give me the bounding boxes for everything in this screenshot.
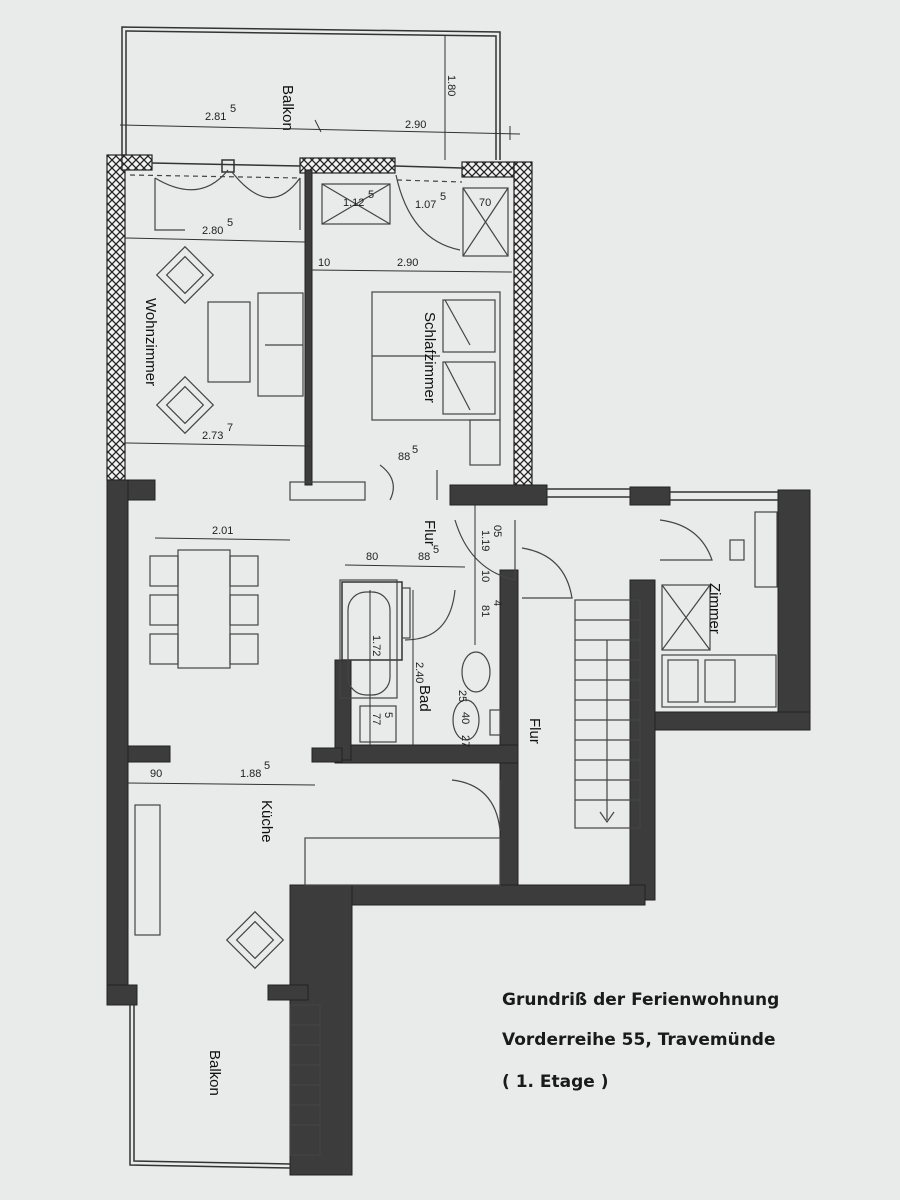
dim-bad-775: 77 — [370, 713, 382, 725]
label-flur-upper: Flur — [421, 520, 438, 546]
dim-kueche-90: 90 — [150, 768, 162, 780]
dim-wohn-bottom: 2.73 — [202, 430, 223, 442]
label-balkon-top: Balkon — [279, 85, 296, 131]
dim-kueche-188: 1.88 — [240, 768, 261, 780]
dim-balkon-left-sup: 5 — [230, 103, 236, 115]
dim-door-flur: 88 — [398, 451, 410, 463]
caption-address: Vorderreihe 55, Travemünde — [502, 1030, 776, 1050]
dim-bad-80: 80 — [366, 551, 378, 563]
doors — [379, 464, 713, 831]
dim-bad-88: 88 — [418, 551, 430, 563]
label-schlafzimmer: Schlafzimmer — [421, 312, 438, 403]
caption-floor: ( 1. Etage ) — [502, 1072, 609, 1092]
dim-balkon-right: 2.90 — [405, 119, 426, 131]
double-bed — [371, 291, 501, 466]
dim-balkon-left: 2.81 — [205, 111, 226, 123]
dim-wc-40: 40 — [459, 712, 471, 724]
windows-top — [129, 159, 463, 251]
dim-wohn-top: 2.80 — [202, 225, 223, 237]
dim-wohn-bottom-sup: 7 — [227, 422, 233, 434]
dim-bad-775-sup: 5 — [382, 712, 394, 718]
dim-wohn-top-sup: 5 — [227, 217, 233, 229]
label-bad: Bad — [416, 685, 433, 712]
dim-balkon-depth: 1.80 — [445, 75, 457, 96]
dim-window-right-sup: 5 — [440, 191, 446, 203]
dim-window-right: 1.07 — [415, 199, 436, 211]
dim-wall-10: 10 — [318, 257, 330, 269]
wardrobes — [321, 183, 509, 257]
dim-flur-119: 1.19 — [479, 530, 491, 551]
exterior-walls — [106, 154, 533, 486]
dim-cabinet: 70 — [479, 197, 491, 209]
dining-table — [149, 537, 291, 669]
balcony-top — [119, 26, 521, 160]
dim-flur-10: 10 — [479, 570, 491, 582]
dim-schlaf-width: 2.90 — [397, 257, 418, 269]
dim-flur-119-sup: 05 — [491, 525, 503, 537]
dim-bad-88-sup: 5 — [433, 544, 439, 556]
label-wohnzimmer: Wohnzimmer — [142, 298, 159, 386]
dim-door-flur-sup: 5 — [412, 444, 418, 456]
label-balkon-bottom: Balkon — [206, 1050, 223, 1096]
dim-window-left: 1.12 — [343, 197, 364, 209]
dim-bath-172: 1.72 — [370, 635, 382, 656]
dim-wc-25: 25 — [456, 690, 468, 702]
dim-table: 2.01 — [212, 525, 233, 537]
dim-wc-27: 27 — [459, 735, 471, 747]
label-kueche: Küche — [258, 800, 275, 843]
caption-title: Grundriß der Ferienwohnung — [502, 990, 780, 1010]
wall-wohn-schlaf — [304, 169, 313, 486]
dim-bad-81-sup: 4 — [491, 600, 503, 606]
dim-bad-240: 2.40 — [413, 662, 425, 683]
living-furniture — [155, 245, 304, 435]
dim-bad-81: 81 — [479, 605, 491, 617]
bathroom-fixtures — [339, 505, 501, 745]
kitchen-furniture — [127, 782, 501, 970]
staircase — [574, 599, 641, 829]
zimmer-furniture — [661, 511, 778, 708]
dim-window-left-sup: 5 — [368, 189, 374, 201]
label-flur-lower: Flur — [526, 718, 543, 744]
label-zimmer: Zimmer — [706, 583, 723, 634]
balcony-bottom — [129, 1004, 321, 1169]
dim-kueche-188-sup: 5 — [264, 760, 270, 772]
